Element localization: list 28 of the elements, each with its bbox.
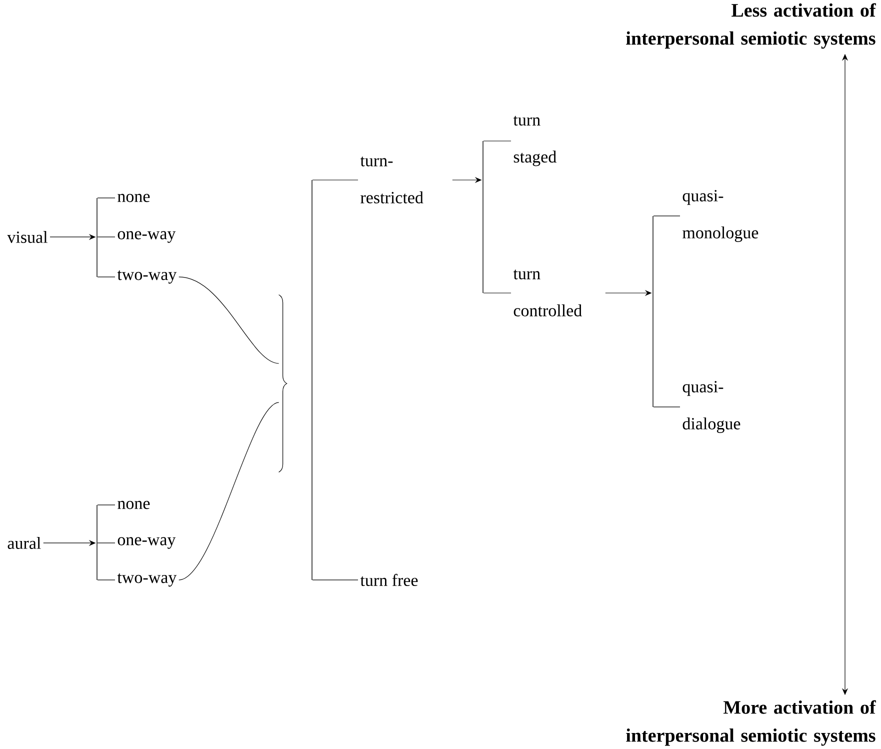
term-label: two-way xyxy=(117,270,177,284)
curved-connector xyxy=(178,402,280,580)
bracket-tick xyxy=(97,236,116,238)
bracket-tick xyxy=(97,504,116,506)
term-label: turn controlled xyxy=(513,270,582,316)
term-label: two-way xyxy=(117,573,177,587)
bracket-tick xyxy=(97,542,116,544)
term-label: turn staged xyxy=(513,116,556,166)
term-label: quasi- dialogue xyxy=(682,381,740,433)
term-label: one-way xyxy=(118,231,176,243)
brace xyxy=(278,294,288,472)
bracket-tick xyxy=(97,276,116,278)
term-label: quasi- monologue xyxy=(682,190,758,242)
scale-end-label: More activation of interpersonal semiotic systems xyxy=(626,700,876,746)
bracket-tick xyxy=(653,406,680,408)
system-bracket-bar xyxy=(96,198,98,277)
bracket-tick xyxy=(483,140,512,142)
system-bracket-bar xyxy=(96,504,98,580)
term-label: turn- restricted xyxy=(360,156,424,204)
term-label: none xyxy=(118,500,150,510)
term-label: one-way xyxy=(118,537,176,549)
term-label: none xyxy=(118,194,150,202)
term-label: turn free xyxy=(360,574,418,586)
bracket-tick xyxy=(483,292,512,294)
term-label: visual xyxy=(7,231,48,243)
term-label: aural xyxy=(8,537,41,549)
curved-connector xyxy=(178,276,280,364)
scale-end-label: Less activation of interpersonal semiotic systems xyxy=(626,3,876,49)
